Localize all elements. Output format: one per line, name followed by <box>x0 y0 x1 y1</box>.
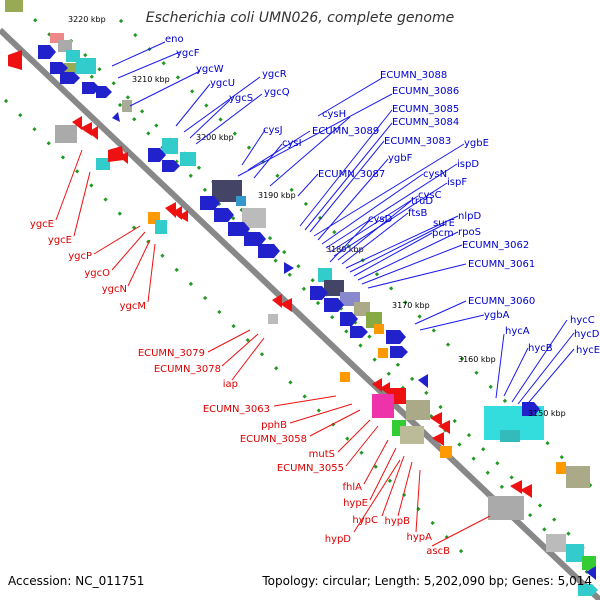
bottom-leader-lines <box>55 149 491 547</box>
gene-label: ygcW <box>196 64 224 75</box>
gene-label: ispF <box>447 177 467 188</box>
gene-label: ygcE <box>48 235 72 246</box>
gene-label: hypD <box>325 534 352 545</box>
gene-label: cysI <box>282 138 302 149</box>
gene-label: ygcN <box>102 284 127 295</box>
gene-label: ECUMN_3078 <box>154 364 221 375</box>
gene-label: ygcO <box>84 268 110 279</box>
tick-label: 3150 kbp <box>528 409 566 418</box>
gene-label: ygcR <box>262 69 287 80</box>
gene-label: cysD <box>368 214 393 225</box>
gene-label: nlpD <box>458 211 481 222</box>
gene-label: ECUMN_3058 <box>240 434 307 445</box>
gene-label: ECUMN_3063 <box>203 404 270 415</box>
gene-label: ygbA <box>484 310 510 321</box>
gene-label: ECUMN_3055 <box>277 463 344 474</box>
gene-label: ascB <box>426 546 450 557</box>
gene-label: cysH <box>322 109 346 120</box>
gene-label: hypA <box>407 532 433 543</box>
tick-label: 3210 kbp <box>132 75 170 84</box>
gene-label: ECUMN_3062 <box>462 240 529 251</box>
gene-label: pphB <box>261 420 287 431</box>
tick-label: 3170 kbp <box>392 301 430 310</box>
bottom-gene-labels: ygcE ygcE ygcP ygcO ygcN ygcM ECUMN_3079… <box>30 219 450 557</box>
gene-label: pcm <box>432 228 454 239</box>
gene-features <box>5 0 598 596</box>
gene-label: ygcF <box>176 48 200 59</box>
gene-label: truD <box>411 196 433 207</box>
gene-label: ECUMN_3061 <box>468 259 535 270</box>
gene-label: cysN <box>423 169 447 180</box>
gene-label: ygcU <box>210 78 235 89</box>
gene-label: ygcQ <box>264 87 290 98</box>
gene-label: ECUMN_3085 <box>392 104 459 115</box>
gene-label: hycB <box>528 343 553 354</box>
gene-label: ispD <box>457 159 479 170</box>
gene-label: surE <box>433 218 455 229</box>
gene-label: ygcS <box>229 93 253 104</box>
gene-label: fhlA <box>343 482 363 493</box>
gene-label: ECUMN_3089 <box>312 126 379 137</box>
tick-label: 3160 kbp <box>458 355 496 364</box>
gene-label: hypC <box>352 515 378 526</box>
gene-label: iap <box>223 379 238 390</box>
gene-label: hycA <box>505 326 530 337</box>
gene-label: hycC <box>570 315 595 326</box>
gene-label: hypB <box>385 516 411 527</box>
gene-label: ECUMN_3079 <box>138 348 205 359</box>
gene-label: ECUMN_3084 <box>392 117 459 128</box>
tick-label: 3190 kbp <box>258 191 296 200</box>
gene-label: ECUMN_3060 <box>468 296 535 307</box>
gene-label: ECUMN_3086 <box>392 86 459 97</box>
gene-label: ftsB <box>408 208 427 219</box>
top-gene-labels: eno ygcF ygcW ygcR ygcU ygcS ygcQ ECUMN_… <box>165 34 600 356</box>
gene-label: hycD <box>574 329 600 340</box>
tick-label: 3220 kbp <box>68 15 106 24</box>
gene-label: cysC <box>418 190 442 201</box>
accession-text: Accession: NC_011751 <box>8 574 145 588</box>
gene-label: ygcP <box>68 251 92 262</box>
gene-label: ygcE <box>30 219 54 230</box>
gene-label: hycE <box>576 345 600 356</box>
topology-text: Topology: circular; Length: 5,202,090 bp… <box>262 574 592 588</box>
gene-label: ygcM <box>120 301 146 312</box>
gene-label: rpoS <box>458 227 481 238</box>
gene-label: ECUMN_3088 <box>380 70 447 81</box>
gene-label: ECUMN_3087 <box>318 169 385 180</box>
diagram-title: Escherichia coli UMN026, complete genome <box>145 10 455 26</box>
tick-label: 3200 kbp <box>196 133 234 142</box>
gene-label: ECUMN_3083 <box>384 136 451 147</box>
gene-label: eno <box>165 34 184 45</box>
gene-label: mutS <box>309 449 335 460</box>
top-leader-lines <box>111 41 575 409</box>
gene-label: hypE <box>343 498 368 509</box>
gene-label: ygbF <box>388 153 413 164</box>
gene-label: cysJ <box>263 125 283 136</box>
gene-label: ygbE <box>464 138 489 149</box>
